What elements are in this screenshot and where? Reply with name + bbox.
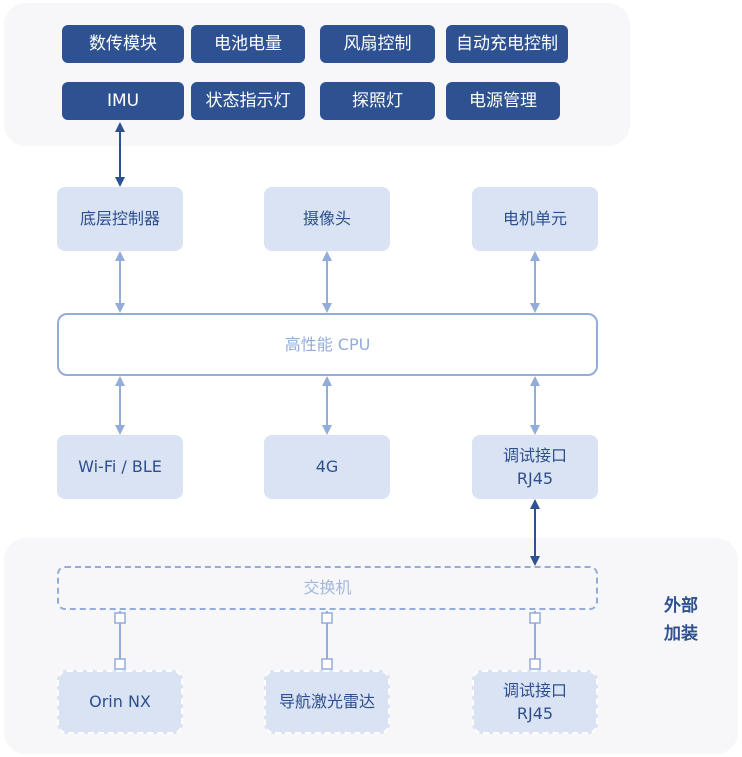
debug-port-label: 调试接口 bbox=[502, 445, 567, 465]
wifi-ble-module: Wi-Fi / BLE bbox=[57, 435, 183, 499]
external-debug-port-type: RJ45 bbox=[516, 704, 554, 723]
base-controller: 底层控制器 bbox=[57, 187, 183, 251]
module-battery-level: 电池电量 bbox=[191, 25, 305, 63]
module-auto-charge-control: 自动充电控制 bbox=[446, 25, 568, 63]
module-power-management: 电源管理 bbox=[446, 82, 560, 120]
module-status-indicator: 状态指示灯 bbox=[191, 82, 305, 120]
debug-port-rj45: 调试接口 RJ45 bbox=[472, 435, 598, 499]
module-searchlight: 探照灯 bbox=[320, 82, 435, 120]
external-addon-label: 外部加装 bbox=[664, 596, 698, 644]
module-imu: IMU bbox=[62, 82, 184, 120]
lte-module: 4G bbox=[264, 435, 390, 499]
cpu-bar: 高性能 CPU bbox=[57, 313, 598, 376]
navigation-lidar: 导航激光雷达 bbox=[264, 670, 390, 734]
camera: 摄像头 bbox=[264, 187, 390, 251]
orin-nx: Orin NX bbox=[57, 670, 183, 734]
external-debug-port-label: 调试接口 bbox=[502, 680, 567, 700]
motor-unit: 电机单元 bbox=[472, 187, 598, 251]
network-switch: 交换机 bbox=[57, 566, 598, 610]
external-debug-port-rj45: 调试接口 RJ45 bbox=[472, 670, 598, 734]
module-data-transmission: 数传模块 bbox=[62, 25, 184, 63]
debug-port-type: RJ45 bbox=[516, 469, 554, 488]
module-fan-control: 风扇控制 bbox=[320, 25, 435, 63]
